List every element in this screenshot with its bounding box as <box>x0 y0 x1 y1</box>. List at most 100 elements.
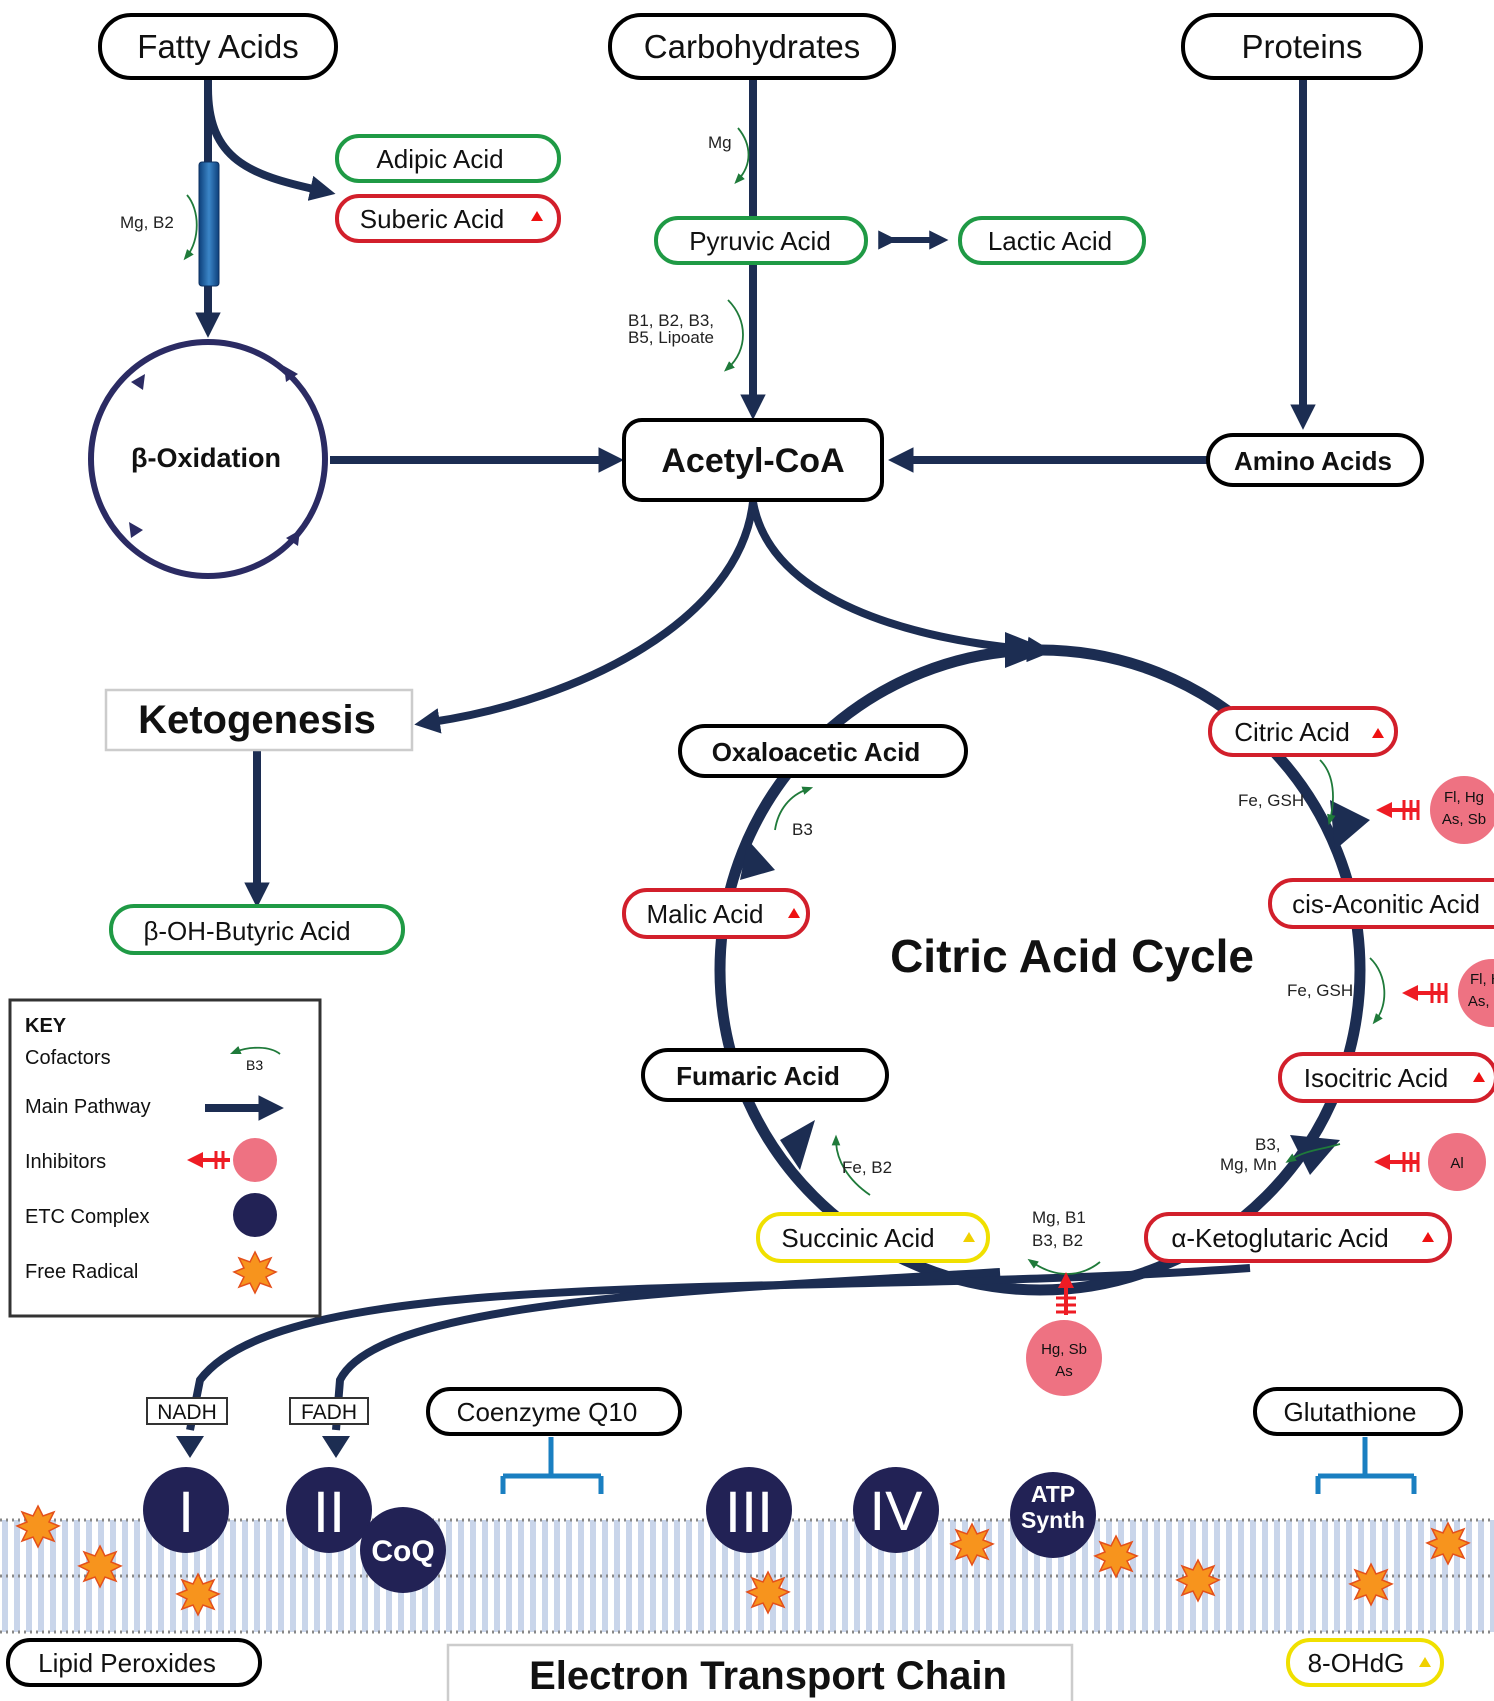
complex-iv-label: IV <box>870 1479 924 1542</box>
cofactor-cis-iso: Fe, GSH <box>1287 981 1353 1000</box>
fumaric-acid-label: Fumaric Acid <box>676 1061 840 1091</box>
adipic-acid-label: Adipic Acid <box>376 144 503 174</box>
coenzyme-q10-node: Coenzyme Q10 <box>426 1387 682 1494</box>
coq-label: CoQ <box>371 1535 434 1568</box>
pyruvic-acid-label: Pyruvic Acid <box>689 226 831 256</box>
inhibitors: Fl, Hg As, Sb Fl, Hg As, Sb Al Hg, <box>1026 776 1494 1396</box>
cis-aconitic-acid-label: cis-Aconitic Acid <box>1292 889 1480 919</box>
key-etc-complex: ETC Complex <box>25 1206 149 1228</box>
coq: CoQ <box>360 1507 446 1593</box>
complex-iii-label: III <box>725 1480 773 1545</box>
pyruvic-acid-node: Pyruvic Acid <box>654 216 868 265</box>
cycle-direction-arrows <box>740 632 1370 1175</box>
cofactor-akg-succ-2: B3, B2 <box>1032 1231 1083 1250</box>
citric-acid-label: Citric Acid <box>1234 717 1350 747</box>
complex-ii: II <box>286 1467 372 1553</box>
atp-line2: Synth <box>1021 1507 1085 1533</box>
coenzyme-q10-label: Coenzyme Q10 <box>457 1397 638 1427</box>
atp-synthase: ATP Synth <box>1010 1472 1096 1558</box>
fadh-arrow <box>332 1268 1001 1431</box>
glutathione-label: Glutathione <box>1284 1397 1417 1427</box>
fatty-acids-label: Fatty Acids <box>137 28 298 65</box>
cofactor-iso-akg-2: Mg, Mn <box>1220 1155 1277 1174</box>
free-radical-icon <box>1426 1522 1470 1565</box>
amino-acids-label: Amino Acids <box>1234 446 1392 476</box>
elevated-marker-icon <box>963 1232 975 1242</box>
lipid-peroxides-node: Lipid Peroxides <box>6 1638 262 1687</box>
cycle-to-etc-arrows <box>176 1264 1251 1458</box>
cofactor-akg-succ-1: Mg, B1 <box>1032 1208 1086 1227</box>
oxaloacetic-acid-node: Oxaloacetic Acid <box>678 724 968 778</box>
key-etc-complex-icon <box>233 1193 277 1237</box>
succinic-acid-node: Succinic Acid <box>756 1212 990 1263</box>
key-main-pathway: Main Pathway <box>25 1096 151 1118</box>
intermediate-nodes: Adipic Acid Suberic Acid Pyruvic Acid La… <box>104 134 1424 955</box>
nadh-arrow <box>186 1264 1251 1431</box>
etc-title: Electron Transport Chain <box>529 1654 1007 1698</box>
beta-oh-butyric-label: β-OH-Butyric Acid <box>143 916 350 946</box>
elevated-marker-icon <box>531 211 543 221</box>
cofactor-fatty: Mg, B2 <box>120 213 174 232</box>
ketogenesis-node: Ketogenesis <box>104 688 414 752</box>
cofactor-iso-akg-1: B3, <box>1255 1135 1281 1154</box>
elevated-marker-icon <box>1419 1657 1431 1667</box>
nadh-label: NADH <box>157 1401 217 1424</box>
key-free-radical-icon <box>233 1251 277 1294</box>
fatty-to-suberic-arrow <box>204 87 336 201</box>
inhibitor-3: Al <box>1450 1155 1463 1172</box>
cofactor-pyruvate-2: B5, Lipoate <box>628 328 714 347</box>
legend-key: KEY Cofactors B3 Main Pathway Inhibitors… <box>8 998 322 1318</box>
cofactor-malic-oxa: B3 <box>792 820 813 839</box>
inhibitor-1-line2: As, Sb <box>1442 811 1486 828</box>
inhibitor-akg-succ: Hg, Sb As <box>1026 1272 1102 1396</box>
cofactor-pyruvate-1: B1, B2, B3, <box>628 311 714 330</box>
inhibitor-2-line2: As, Sb <box>1468 993 1494 1010</box>
alpha-ketoglutaric-acid-node: α-Ketoglutaric Acid <box>1144 1212 1452 1263</box>
free-radical-icon <box>1176 1559 1220 1602</box>
inhibitor-4-line2: As <box>1055 1363 1073 1380</box>
beta-oh-butyric-node: β-OH-Butyric Acid <box>109 904 405 955</box>
complex-i-label: I <box>178 1480 194 1545</box>
succinic-acid-label: Succinic Acid <box>781 1223 934 1253</box>
cofactor-labels: Mg, B2 Mg B1, B2, B3, B5, Lipoate Fe, GS… <box>120 133 1353 1250</box>
q10-inhibition-bar <box>500 1437 604 1494</box>
antioxidants: Coenzyme Q10 Glutathione <box>426 1387 1463 1494</box>
beta-oxidation-cycle <box>88 339 328 579</box>
key-inhibitors: Inhibitors <box>25 1151 106 1173</box>
acetyl-to-cycle-arrow <box>749 501 1053 663</box>
free-radical-icon <box>176 1573 220 1616</box>
8-ohdg-label: 8-OHdG <box>1308 1648 1405 1678</box>
cofactor-carb: Mg <box>708 133 732 152</box>
free-radical-icon <box>16 1505 60 1548</box>
carbohydrates-label: Carbohydrates <box>644 28 860 65</box>
inhibitor-iso-akg: Al <box>1374 1133 1486 1191</box>
fatty-acid-transport-tube <box>198 161 220 287</box>
key-free-radical: Free Radical <box>25 1261 138 1283</box>
elevated-marker-icon <box>1473 1072 1485 1082</box>
inhibitor-cis-iso: Fl, Hg As, Sb <box>1402 959 1494 1027</box>
malic-acid-node: Malic Acid <box>622 888 810 939</box>
complex-iv: IV <box>853 1467 939 1553</box>
acetyl-coa-label: Acetyl-CoA <box>661 442 844 480</box>
elevated-marker-icon <box>1372 728 1384 738</box>
malic-acid-label: Malic Acid <box>646 899 763 929</box>
proteins-label: Proteins <box>1241 28 1362 65</box>
inhibitor-4-line1: Hg, Sb <box>1041 1341 1087 1358</box>
citric-acid-node: Citric Acid <box>1208 706 1398 757</box>
lactic-acid-node: Lactic Acid <box>958 216 1146 265</box>
complex-ii-label: II <box>313 1480 345 1545</box>
lactic-acid-label: Lactic Acid <box>988 226 1112 256</box>
free-radical-icon <box>1349 1563 1393 1606</box>
lipid-peroxides-label: Lipid Peroxides <box>38 1648 216 1678</box>
isocitric-acid-node: Isocitric Acid <box>1278 1052 1494 1103</box>
complex-i: I <box>143 1467 229 1553</box>
inhibitor-1-line1: Fl, Hg <box>1444 789 1484 806</box>
glutathione-node: Glutathione <box>1253 1387 1463 1494</box>
glutathione-inhibition-bar <box>1315 1437 1417 1494</box>
key-inhibitor-icon <box>233 1138 277 1182</box>
cofactor-citric-cis: Fe, GSH <box>1238 791 1304 810</box>
adipic-acid-node: Adipic Acid <box>335 134 561 183</box>
acetyl-coa-node: Acetyl-CoA <box>622 418 884 502</box>
amino-acids-node: Amino Acids <box>1206 433 1424 487</box>
